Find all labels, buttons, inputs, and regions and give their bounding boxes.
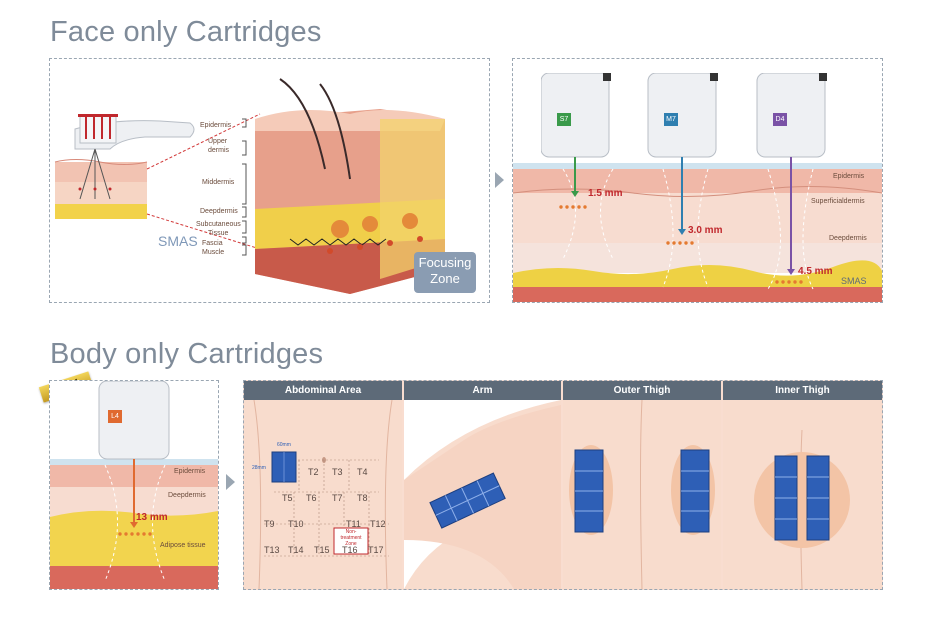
cartridge-probes — [541, 73, 827, 284]
layer-label-muscle: Muscle — [202, 249, 225, 256]
cartridge-l4-label: L4 — [108, 410, 122, 423]
focusing-zone-line2: Zone — [430, 271, 460, 286]
grid-dim-60mm: 60mm — [277, 442, 291, 448]
layer-label-epidermis: Epidermis — [200, 122, 232, 129]
grid-label-t8: T8 — [357, 493, 368, 503]
arm-illustration — [404, 400, 561, 589]
tab-arm: Arm — [404, 381, 561, 400]
depth-3-0mm: 3.0 mm — [688, 225, 723, 236]
face-depth-panel: S7 M7 D4 1.5 mm 3.0 mm 4.5 mm Epidermis … — [512, 58, 883, 303]
layer-label-tissue: Tissue — [208, 230, 229, 237]
cartridge-d4-label: D4 — [773, 113, 787, 126]
abdominal-illustration — [244, 400, 402, 589]
cartridge-m7 — [647, 73, 718, 245]
outer-thigh-illustration — [563, 400, 721, 589]
grid-label-t17: T17 — [368, 545, 384, 555]
skin-block-3d — [255, 78, 445, 294]
handpiece-small — [74, 114, 195, 150]
layer-brackets — [242, 118, 247, 256]
body-depth-illustration — [50, 381, 218, 589]
grid-label-t9: T9 — [264, 519, 275, 529]
layer-label-upper: Upper — [208, 138, 228, 145]
depth-13mm: 13 mm — [136, 512, 168, 523]
skin-mini-section — [54, 148, 148, 219]
cartridge-m7-label: M7 — [664, 113, 678, 126]
depth-layer-epidermis: Epidermis — [833, 173, 865, 180]
grid-label-t14: T14 — [288, 545, 304, 555]
cartridge-s7-label: S7 — [557, 113, 571, 126]
cartridge-d4 — [756, 73, 827, 284]
face-arrow-icon — [495, 172, 504, 188]
body-depth-panel: L4 13 mm Epidermis Deepdermis Adipose ti… — [49, 380, 219, 590]
layer-label-middermis: Middermis — [202, 179, 235, 186]
layer-label-subcutaneous: Subcutaneous — [196, 221, 241, 228]
grid-label-t15: T15 — [314, 545, 330, 555]
body-section-title: Body only Cartridges — [50, 338, 324, 370]
face-section-title: Face only Cartridges — [50, 16, 322, 48]
layer-label-fascia: Fascia — [202, 240, 223, 247]
grid-label-t10: T10 — [288, 519, 304, 529]
cartridge-s7 — [541, 73, 611, 209]
depth-4-5mm: 4.5 mm — [798, 266, 833, 277]
non-treatment-zone: Non- treatment Zone — [334, 529, 368, 547]
body-layer-deepdermis: Deepdermis — [168, 492, 206, 499]
depth-layer-deepdermis: Deepdermis — [829, 235, 867, 242]
grid-label-t12: T12 — [370, 519, 386, 529]
grid-label-t5: T5 — [282, 493, 293, 503]
depth-1-5mm: 1.5 mm — [588, 188, 623, 199]
body-areas-panel: Abdominal Area Arm Outer Thigh Inner Thi… — [243, 380, 883, 590]
face-anatomy-panel: Epidermis Upper dermis Middermis Deepder… — [49, 58, 490, 303]
grid-dim-28mm: 28mm — [252, 465, 266, 471]
tab-abdominal-area: Abdominal Area — [244, 381, 402, 400]
smas-label: SMAS — [158, 233, 198, 249]
grid-label-t7: T7 — [332, 493, 343, 503]
tab-outer-thigh: Outer Thigh — [563, 381, 721, 400]
non-treatment-line3: Zone — [345, 541, 357, 547]
focusing-zone-badge: Focusing Zone — [414, 252, 476, 293]
grid-label-t13: T13 — [264, 545, 280, 555]
grid-label-t16: T16 — [342, 545, 358, 555]
focusing-zone-line1: Focusing — [418, 255, 472, 270]
non-treatment-line1: Non- — [345, 529, 357, 535]
grid-label-t2: T2 — [308, 467, 319, 477]
grid-label-t3: T3 — [332, 467, 343, 477]
body-layer-epidermis: Epidermis — [174, 468, 206, 475]
non-treatment-line2: treatment — [340, 535, 362, 541]
inner-thigh-illustration — [723, 400, 882, 589]
grid-label-t11: T11 — [346, 519, 361, 529]
body-arrow-icon — [226, 474, 235, 490]
body-layer-adipose: Adipose tissue — [160, 542, 206, 549]
tab-inner-thigh: Inner Thigh — [723, 381, 882, 400]
depth-layer-superficial: Superficialdermis — [811, 198, 865, 205]
grid-label-t6: T6 — [306, 493, 317, 503]
layer-label-dermis: dermis — [208, 147, 230, 154]
depth-layer-smas: SMAS — [841, 276, 867, 286]
face-anatomy-illustration — [54, 78, 445, 294]
layer-label-deepdermis: Deepdermis — [200, 208, 238, 215]
grid-label-t4: T4 — [357, 467, 368, 477]
